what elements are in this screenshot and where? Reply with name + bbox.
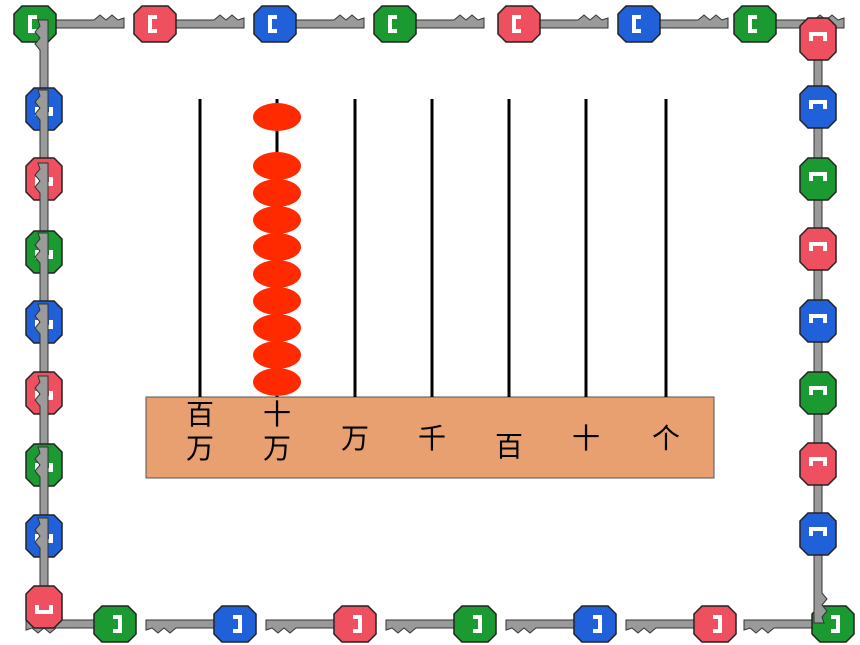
- abacus-bead: [253, 341, 301, 369]
- abacus-bead-raised: [253, 103, 301, 131]
- abacus-bead: [253, 260, 301, 288]
- key-icon: [265, 605, 377, 643]
- key-icon: [497, 5, 609, 43]
- abacus-bead: [253, 368, 301, 396]
- key-icon: [253, 5, 365, 43]
- abacus-bead: [253, 206, 301, 234]
- abacus-bead: [253, 152, 301, 180]
- key-icon: [385, 605, 497, 643]
- abacus-bead: [253, 314, 301, 342]
- abacus-bead: [253, 287, 301, 315]
- place-value-label: 百 万: [185, 398, 214, 465]
- place-value-label: 十: [571, 422, 600, 455]
- place-value-label: 个: [651, 422, 680, 455]
- key-icon: [799, 512, 837, 624]
- key-icon: [133, 5, 245, 43]
- place-value-label: 万: [340, 422, 369, 455]
- key-icon: [25, 517, 63, 629]
- key-icon: [145, 605, 257, 643]
- place-value-label: 千: [417, 422, 446, 455]
- place-value-label: 十 万: [262, 398, 291, 465]
- key-icon: [625, 605, 737, 643]
- key-icon: [505, 605, 617, 643]
- abacus-bead: [253, 233, 301, 261]
- place-value-label: 百: [494, 430, 523, 463]
- key-icon: [373, 5, 485, 43]
- abacus-bead: [253, 179, 301, 207]
- key-icon: [617, 5, 729, 43]
- abacus-base: [145, 396, 715, 479]
